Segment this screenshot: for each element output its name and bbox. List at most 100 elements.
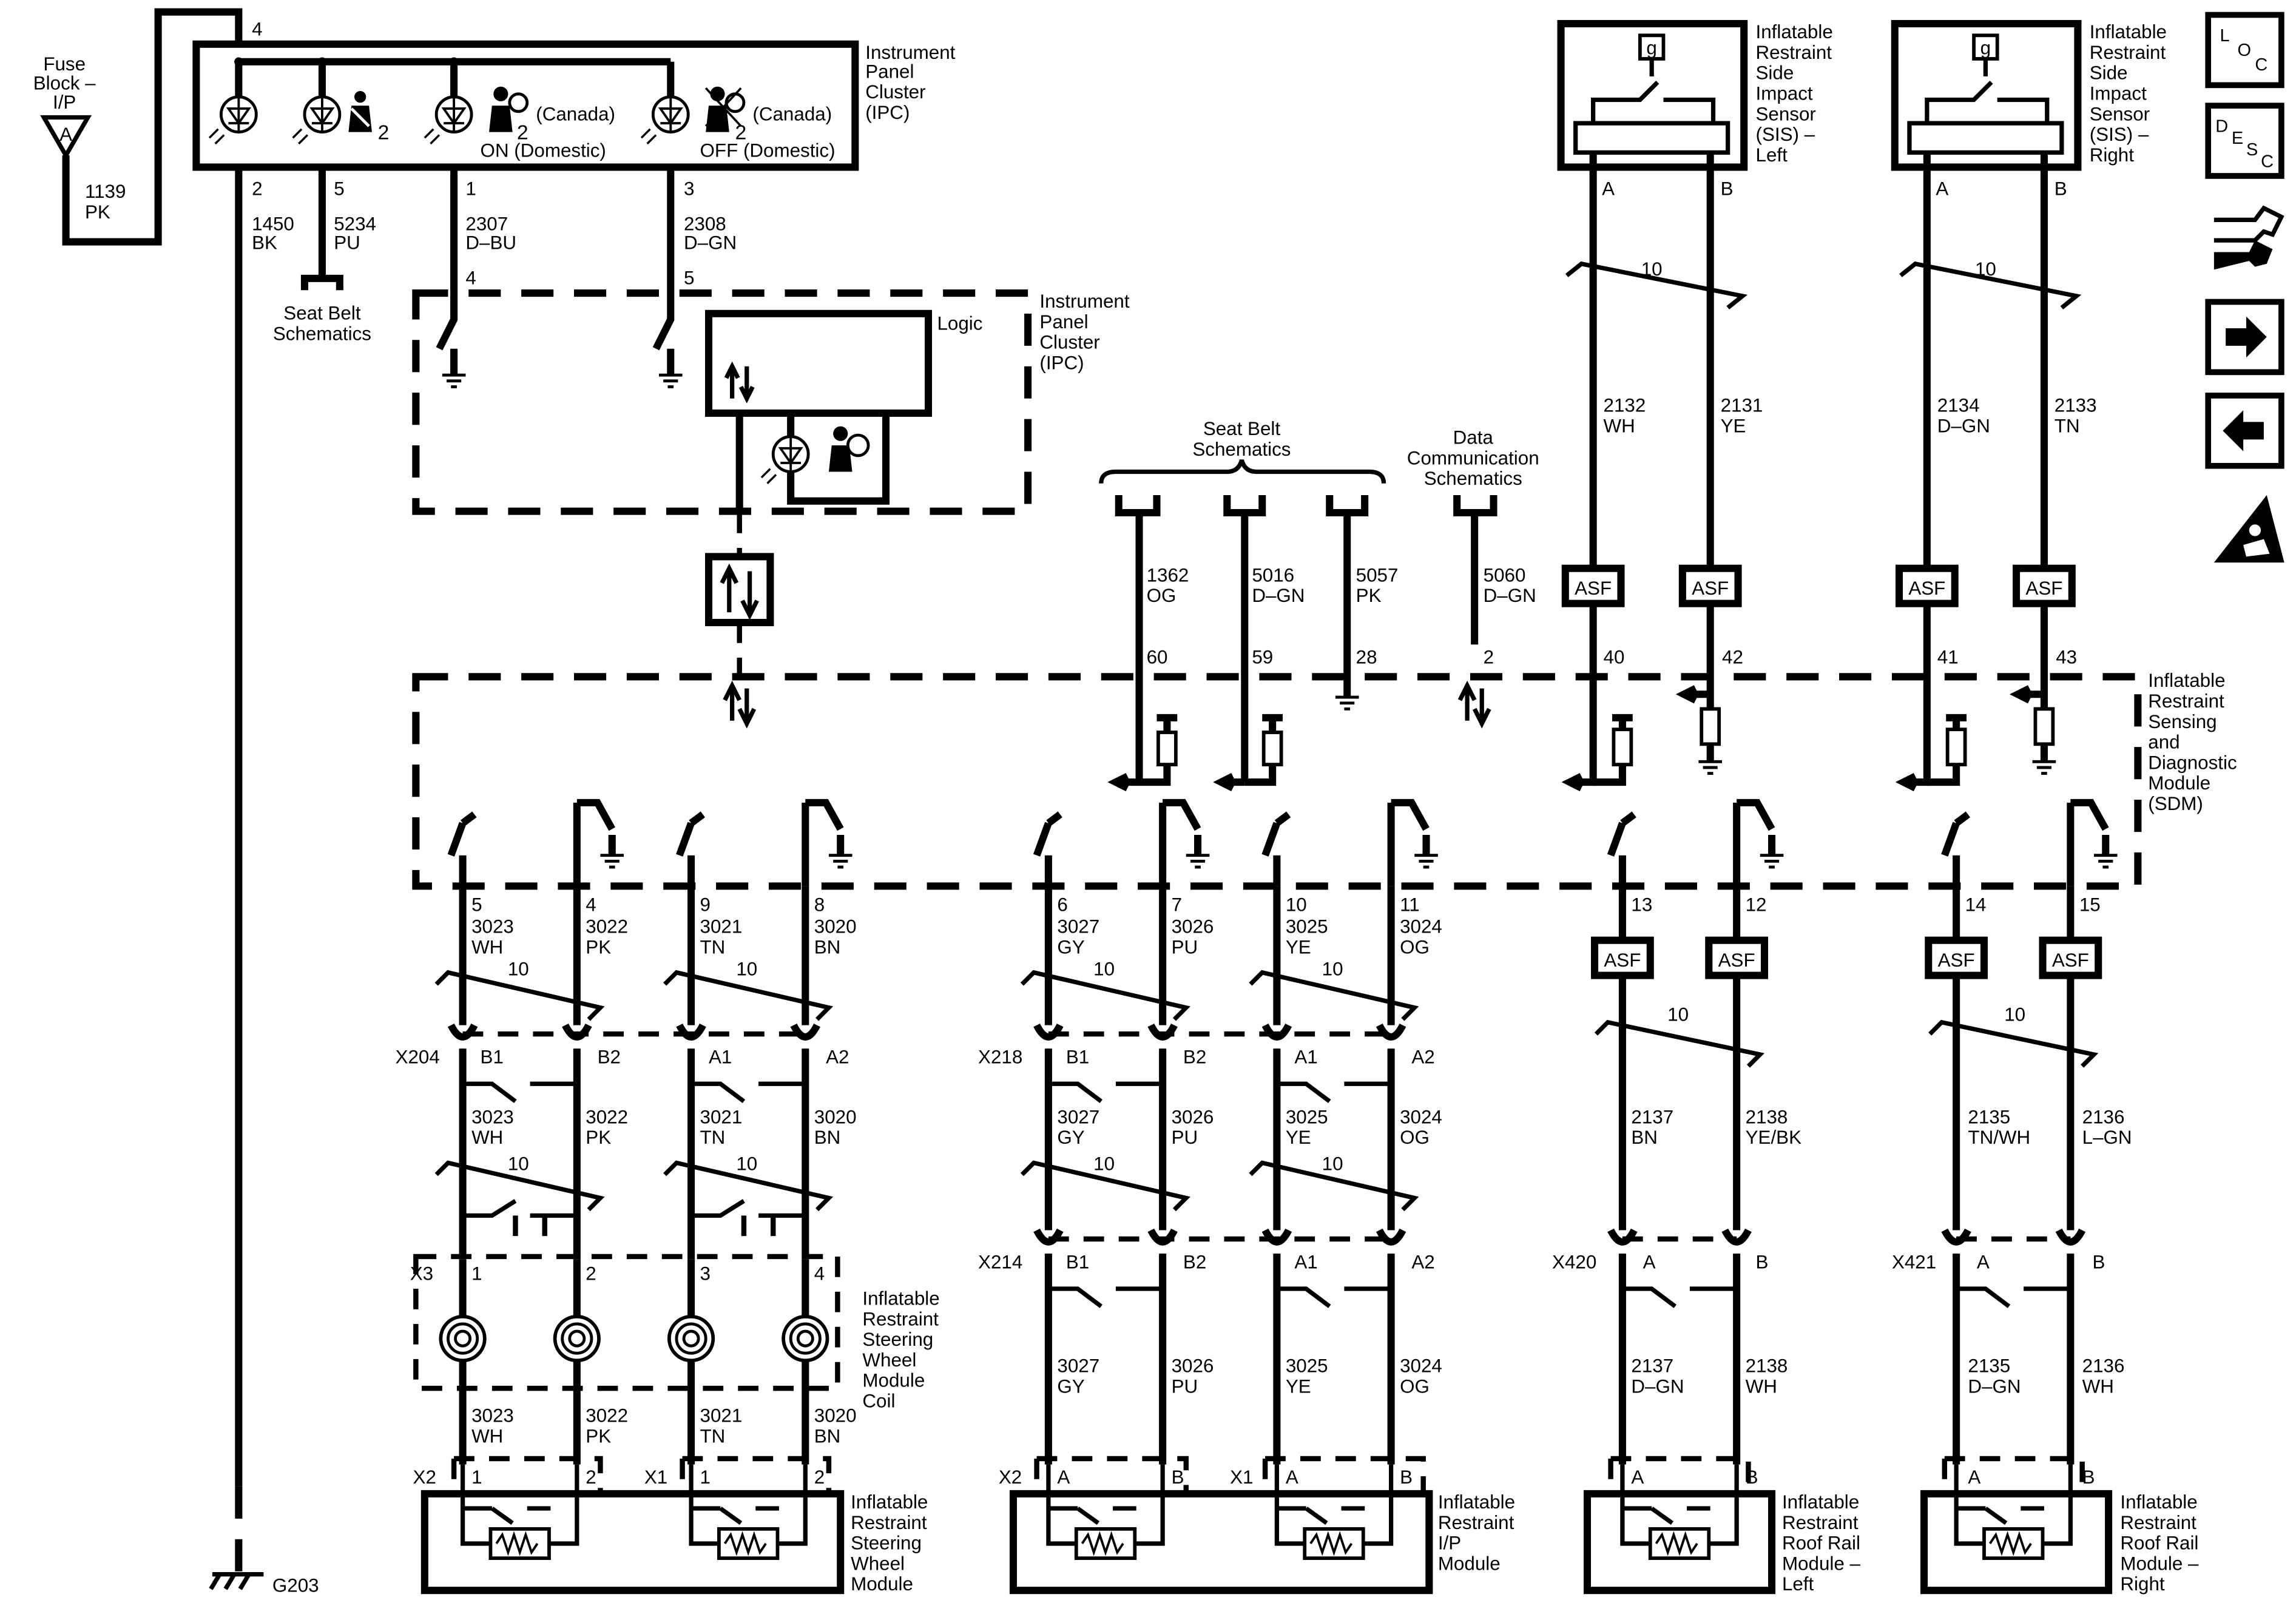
fuse-label-2: Block – bbox=[33, 73, 96, 94]
twist-label: 10 bbox=[1093, 1153, 1115, 1175]
pin-label: B2 bbox=[1183, 1046, 1206, 1067]
asf-label: ASF bbox=[1575, 578, 1612, 599]
wire-circuit: 3023 bbox=[471, 1405, 514, 1426]
wire-color: WH bbox=[1746, 1376, 1777, 1397]
serial-data-link bbox=[704, 513, 774, 729]
module-label: Left bbox=[1782, 1573, 1814, 1595]
squib-icon bbox=[1305, 1529, 1363, 1558]
wire-pin: 4 bbox=[465, 268, 476, 289]
twist-label: 10 bbox=[508, 1153, 529, 1175]
wire-circuit: 3027 bbox=[1057, 1106, 1099, 1127]
wire-circuit: 2138 bbox=[1746, 1355, 1788, 1377]
coil-label: Restraint bbox=[862, 1308, 939, 1329]
pin-label: A bbox=[1057, 1467, 1070, 1488]
ipc-label-1: Instrument bbox=[865, 42, 955, 63]
sdm-module: Inflatable Restraint Sensing and Diagnos… bbox=[412, 670, 2237, 890]
wire-color: GY bbox=[1057, 936, 1084, 957]
wire-pin: 3 bbox=[684, 178, 694, 199]
ipc-subscript: 2 bbox=[517, 121, 528, 144]
wire-circuit: 3020 bbox=[814, 1405, 857, 1426]
sis-g: g bbox=[1980, 38, 1991, 59]
wire-color: GY bbox=[1057, 1376, 1084, 1397]
previous-button[interactable] bbox=[2205, 393, 2284, 469]
wire-color: D–GN bbox=[1968, 1376, 2021, 1397]
pin-a: A bbox=[1936, 178, 1948, 199]
fuse-color: PK bbox=[85, 201, 110, 223]
wire-pin: 5 bbox=[334, 178, 344, 199]
module-label: Module bbox=[851, 1573, 913, 1595]
airbag-warning-button[interactable] bbox=[2213, 495, 2284, 563]
wire-circuit: 3021 bbox=[700, 1405, 743, 1426]
wire-circuit: 2135 bbox=[1968, 1106, 2010, 1127]
twist-label: 10 bbox=[1093, 959, 1115, 980]
wrench-icon bbox=[2213, 240, 2273, 270]
nav-letter: O bbox=[2237, 41, 2251, 60]
sis-label: Sensor bbox=[1756, 103, 1816, 124]
module-label: Inflatable bbox=[1438, 1491, 1515, 1513]
wire-circuit: 3020 bbox=[814, 1106, 857, 1127]
wire-color: YE/BK bbox=[1746, 1127, 1801, 1148]
wire-color: WH bbox=[2082, 1376, 2114, 1397]
wire-circuit: 3026 bbox=[1172, 916, 1214, 937]
wire-circuit: 3024 bbox=[1400, 916, 1442, 937]
wire-color: D–GN bbox=[684, 232, 737, 254]
sis-label: Impact bbox=[1756, 83, 1813, 104]
twist-label: 10 bbox=[1641, 258, 1663, 280]
roof-rail-module-right: A B Inflatable Restraint Roof Rail Modul… bbox=[1920, 1456, 2199, 1595]
twist-label: 10 bbox=[1667, 1004, 1689, 1025]
nav-letter: D bbox=[2215, 117, 2228, 137]
wire-color: D–GN bbox=[1484, 585, 1536, 606]
wire-color: PU bbox=[1172, 936, 1198, 957]
pin-a: A bbox=[1602, 178, 1615, 199]
wire-circuit: 3022 bbox=[586, 916, 628, 937]
wire-circuit: 3025 bbox=[1286, 916, 1328, 937]
pin-label: B1 bbox=[481, 1046, 504, 1067]
seatbelt-left-label: Schematics bbox=[273, 323, 371, 344]
connector-view-button[interactable] bbox=[2213, 205, 2284, 270]
module-label: Roof Rail bbox=[1782, 1533, 1860, 1554]
wire-circuit: 3026 bbox=[1172, 1355, 1214, 1377]
connector-label: X421 bbox=[1892, 1251, 1936, 1272]
pin-label: B1 bbox=[1066, 1251, 1089, 1272]
ip-module: X2 A B X1 A B Inflatable Restraint I/P M… bbox=[999, 1456, 1515, 1595]
module-label: Restraint bbox=[2120, 1512, 2196, 1533]
sis-label: Restraint bbox=[2090, 42, 2166, 63]
pin-label: B bbox=[1172, 1467, 1184, 1488]
wire-color: BN bbox=[814, 1127, 841, 1148]
location-button[interactable]: L O C bbox=[2205, 12, 2284, 89]
wire-circuit: 3021 bbox=[700, 1106, 743, 1127]
roof-rail-wires: 13 12 14 15 ASF ASF ASF ASF 10 10 2137 B… bbox=[1552, 886, 2132, 1465]
next-button[interactable] bbox=[2205, 299, 2284, 376]
sis-label: Impact bbox=[2090, 83, 2147, 104]
wire-circuit: 2136 bbox=[2082, 1355, 2125, 1377]
data-arrows-icon bbox=[723, 680, 757, 729]
module-label: I/P bbox=[1438, 1533, 1461, 1554]
coil-shorting bbox=[460, 1199, 806, 1251]
pin-label: A2 bbox=[1411, 1046, 1434, 1067]
fuse-circuit: 1139 bbox=[85, 181, 126, 202]
wire-color: BK bbox=[252, 232, 277, 254]
wire-color: D–GN bbox=[1252, 585, 1305, 606]
pin-b: B bbox=[2055, 178, 2067, 199]
wire-color: OG bbox=[1400, 1127, 1430, 1148]
sis-label: Left bbox=[1756, 144, 1788, 166]
datacomm-label: Data bbox=[1453, 427, 1494, 448]
wire-color: WH bbox=[1604, 415, 1635, 436]
squib-icon bbox=[490, 1529, 549, 1558]
wire-color: YE bbox=[1286, 1127, 1311, 1148]
sdm-label: Inflatable bbox=[2148, 670, 2225, 691]
wire-pin: 15 bbox=[2079, 894, 2101, 915]
seatbelt-top-label: Schematics bbox=[1192, 439, 1291, 460]
wire-color: PU bbox=[1172, 1376, 1198, 1397]
module-label: Module – bbox=[1782, 1553, 1861, 1574]
description-button[interactable]: D E S C bbox=[2205, 103, 2284, 179]
sis-label: Sensor bbox=[2090, 103, 2150, 124]
module-label: Restraint bbox=[1782, 1512, 1859, 1533]
data-arrows-icon bbox=[720, 563, 759, 621]
pin-label: 2 bbox=[586, 1467, 596, 1488]
pin-label: A1 bbox=[1294, 1251, 1317, 1272]
connector-label: X1 bbox=[1230, 1467, 1253, 1488]
wire-color: WH bbox=[471, 1425, 503, 1447]
wire-pin: 5 bbox=[684, 268, 694, 289]
